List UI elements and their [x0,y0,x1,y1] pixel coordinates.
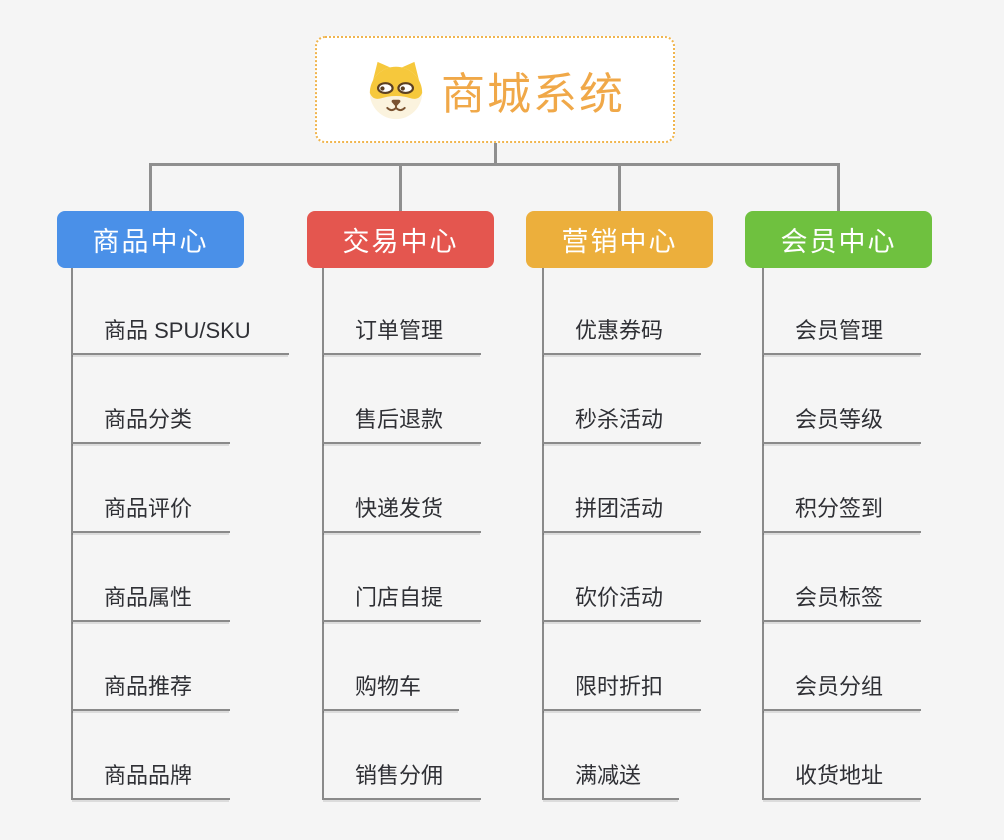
leaf-node[interactable]: 优惠券码 [542,313,702,355]
leaf-node[interactable]: 拼团活动 [542,491,702,533]
leaf-row: 砍价活动 [542,533,702,622]
leaf-column-marketing-center: 优惠券码 秒杀活动 拼团活动 砍价活动 限时折扣 满减送 [542,266,702,800]
column-trunk-member-center [762,268,764,800]
leaf-node[interactable]: 商品 SPU/SKU [71,313,289,355]
leaf-node[interactable]: 购物车 [322,669,460,711]
leaf-column-trade-center: 订单管理 售后退款 快递发货 门店自提 购物车 销售分佣 [322,266,482,800]
root-node[interactable]: 商城系统 [315,36,675,143]
leaf-row: 快递发货 [322,444,482,533]
leaf-row: 商品推荐 [71,622,231,711]
connector-drop-product-center [149,163,152,211]
leaf-row: 秒杀活动 [542,355,702,444]
column-trunk-trade-center [322,268,324,800]
leaf-row: 会员等级 [762,355,922,444]
leaf-row: 销售分佣 [322,711,482,800]
root-title: 商城系统 [441,69,625,119]
connector-drop-member-center [837,163,840,211]
leaf-node[interactable]: 商品品牌 [71,758,231,800]
branch-node-marketing-center[interactable]: 营销中心 [526,211,713,268]
leaf-node[interactable]: 销售分佣 [322,758,482,800]
leaf-row: 满减送 [542,711,680,800]
connector-drop-trade-center [399,163,402,211]
leaf-node[interactable]: 商品评价 [71,491,231,533]
leaf-node[interactable]: 收货地址 [762,758,922,800]
dog-face-icon [369,61,423,119]
column-trunk-marketing-center [542,268,544,800]
leaf-node[interactable]: 秒杀活动 [542,402,702,444]
leaf-row: 商品分类 [71,355,231,444]
leaf-node[interactable]: 订单管理 [322,313,482,355]
leaf-node[interactable]: 满减送 [542,758,680,800]
leaf-row: 门店自提 [322,533,482,622]
leaf-node[interactable]: 会员等级 [762,402,922,444]
leaf-row: 收货地址 [762,711,922,800]
leaf-column-product-center: 商品 SPU/SKU 商品分类 商品评价 商品属性 商品推荐 商品品牌 [71,266,289,800]
leaf-row: 商品 SPU/SKU [71,266,289,355]
leaf-node[interactable]: 积分签到 [762,491,922,533]
leaf-row: 商品品牌 [71,711,231,800]
leaf-row: 商品属性 [71,533,231,622]
leaf-row: 订单管理 [322,266,482,355]
leaf-row: 拼团活动 [542,444,702,533]
connector-drop-marketing-center [618,163,621,211]
branch-connector-bar [149,163,840,166]
column-trunk-product-center [71,268,73,800]
leaf-node[interactable]: 会员管理 [762,313,922,355]
leaf-node[interactable]: 限时折扣 [542,669,702,711]
leaf-node[interactable]: 会员分组 [762,669,922,711]
leaf-row: 商品评价 [71,444,231,533]
branch-node-member-center[interactable]: 会员中心 [745,211,932,268]
leaf-row: 会员标签 [762,533,922,622]
leaf-row: 优惠券码 [542,266,702,355]
leaf-column-member-center: 会员管理 会员等级 积分签到 会员标签 会员分组 收货地址 [762,266,922,800]
leaf-node[interactable]: 快递发货 [322,491,482,533]
leaf-row: 积分签到 [762,444,922,533]
leaf-node[interactable]: 门店自提 [322,580,482,622]
leaf-node[interactable]: 商品属性 [71,580,231,622]
leaf-node[interactable]: 砍价活动 [542,580,702,622]
leaf-node[interactable]: 会员标签 [762,580,922,622]
leaf-row: 会员分组 [762,622,922,711]
leaf-node[interactable]: 售后退款 [322,402,482,444]
branch-node-product-center[interactable]: 商品中心 [57,211,244,268]
leaf-node[interactable]: 商品分类 [71,402,231,444]
root-connector-line [494,141,497,166]
branch-node-trade-center[interactable]: 交易中心 [307,211,494,268]
leaf-row: 限时折扣 [542,622,702,711]
leaf-node[interactable]: 商品推荐 [71,669,231,711]
leaf-row: 购物车 [322,622,460,711]
leaf-row: 会员管理 [762,266,922,355]
leaf-row: 售后退款 [322,355,482,444]
